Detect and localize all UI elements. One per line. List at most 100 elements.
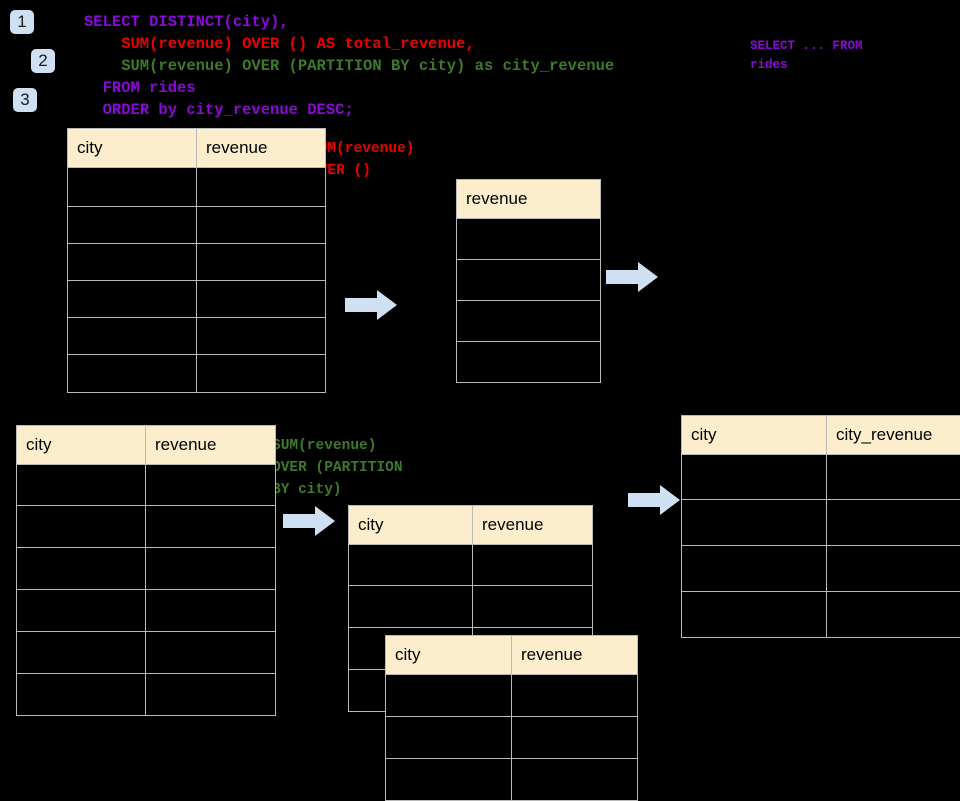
table-row [457, 342, 601, 383]
cell [682, 455, 827, 500]
cell [512, 759, 638, 801]
table-row [386, 759, 638, 801]
table-partition-b: city revenue [385, 635, 638, 801]
table-header-row: city revenue [349, 506, 593, 545]
cell [386, 759, 512, 801]
cell [827, 455, 960, 500]
table-row [349, 586, 593, 628]
sql-line-5: ORDER by city_revenue DESC; [84, 99, 354, 121]
arrow-top-right-icon [606, 262, 658, 292]
cell [349, 545, 473, 586]
diagram-canvas: 1 2 3 SELECT DISTINCT(city), SUM(revenue… [0, 0, 960, 720]
cell [457, 260, 601, 301]
table-row [457, 260, 601, 301]
table-revenue-agg: revenue [456, 179, 601, 383]
cell [146, 674, 276, 716]
table-row [682, 455, 960, 500]
cell [197, 207, 326, 244]
table-source-top: city revenue [67, 128, 326, 393]
cell [17, 674, 146, 716]
cell [197, 355, 326, 393]
cell [827, 592, 960, 638]
cell [68, 318, 197, 355]
table-row [386, 717, 638, 759]
annotation-over-partition-line-2: OVER (PARTITION [272, 457, 403, 479]
cell [512, 675, 638, 717]
step-badge-1: 1 [10, 10, 34, 34]
cell [457, 219, 601, 260]
annotation-over-partition-line-3: BY city) [272, 479, 342, 501]
column-header-revenue: revenue [512, 636, 638, 675]
table-header-row: city city_revenue [682, 416, 960, 455]
step-badge-2: 2 [31, 49, 55, 73]
table-header-row: city revenue [17, 426, 276, 465]
table-row [349, 545, 593, 586]
cell [197, 168, 326, 207]
cell [68, 168, 197, 207]
cell [68, 244, 197, 281]
sql-line-2: SUM(revenue) OVER () AS total_revenue, [84, 33, 475, 55]
table-row [17, 590, 276, 632]
cell [68, 207, 197, 244]
cell [473, 545, 593, 586]
table-row [68, 207, 326, 244]
table-header-row: city revenue [68, 129, 326, 168]
step-badge-3: 3 [13, 88, 37, 112]
cell [386, 717, 512, 759]
cell [17, 632, 146, 674]
cell [17, 590, 146, 632]
table-row [457, 301, 601, 342]
table-row [68, 281, 326, 318]
cell [473, 586, 593, 628]
cell [17, 506, 146, 548]
column-header-city: city [68, 129, 197, 168]
cell [827, 500, 960, 546]
cell [197, 244, 326, 281]
cell [17, 548, 146, 590]
column-header-revenue: revenue [197, 129, 326, 168]
cell [197, 281, 326, 318]
cell [68, 355, 197, 393]
cell [146, 506, 276, 548]
table-row [386, 675, 638, 717]
cell [457, 342, 601, 383]
table-row [17, 465, 276, 506]
column-header-city: city [682, 416, 827, 455]
table-source-bottom: city revenue [16, 425, 276, 716]
sql-line-4: FROM rides [84, 77, 196, 99]
cell [682, 500, 827, 546]
cell [68, 281, 197, 318]
cell [146, 590, 276, 632]
table-row [68, 355, 326, 393]
cell [146, 548, 276, 590]
cell [682, 546, 827, 592]
cell [197, 318, 326, 355]
arrow-top-left-icon [345, 290, 397, 320]
sidenote-line-1: SELECT ... FROM [750, 37, 863, 56]
table-row [457, 219, 601, 260]
cell [146, 632, 276, 674]
annotation-over-partition-line-1: SUM(revenue) [272, 435, 376, 457]
table-row [17, 548, 276, 590]
cell [349, 586, 473, 628]
table-row [682, 592, 960, 638]
table-row [682, 500, 960, 546]
table-result: city city_revenue [681, 415, 960, 638]
column-header-city: city [349, 506, 473, 545]
column-header-city: city [386, 636, 512, 675]
cell [827, 546, 960, 592]
cell [457, 301, 601, 342]
arrow-bottom-right-icon [628, 485, 680, 515]
column-header-city: city [17, 426, 146, 465]
table-header-row: revenue [457, 180, 601, 219]
column-header-revenue: revenue [146, 426, 276, 465]
table-row [17, 674, 276, 716]
cell [146, 465, 276, 506]
table-row [17, 506, 276, 548]
cell [17, 465, 146, 506]
arrow-bottom-left-icon [283, 506, 335, 536]
column-header-revenue: revenue [457, 180, 601, 219]
cell [386, 675, 512, 717]
sql-line-1: SELECT DISTINCT(city), [84, 11, 289, 33]
cell [512, 717, 638, 759]
